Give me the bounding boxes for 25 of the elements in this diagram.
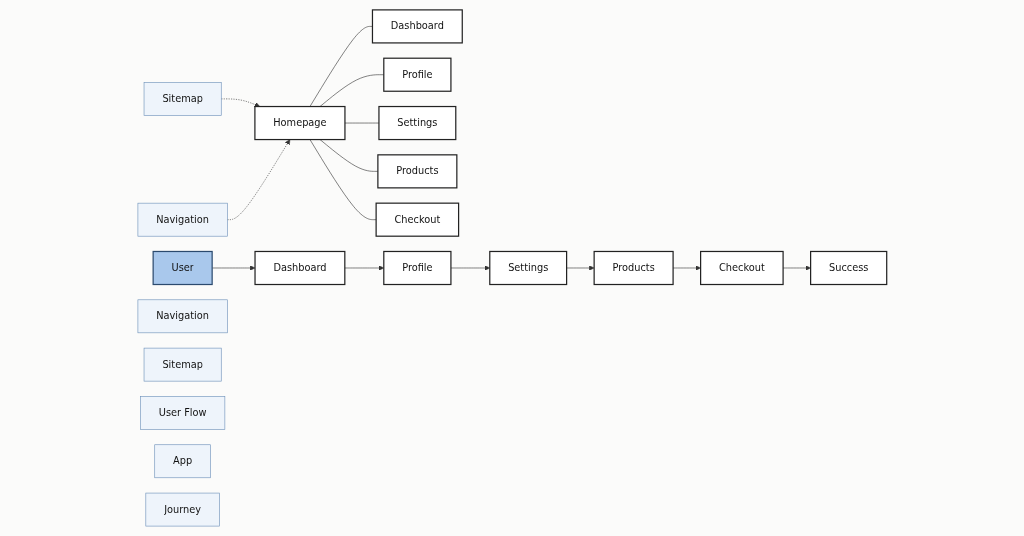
node-box: Checkout — [699, 250, 784, 286]
node-box: Sitemap — [143, 82, 222, 116]
node-box: Products — [376, 154, 458, 189]
node-box: Profile — [382, 250, 452, 286]
node-box: User Flow — [139, 396, 225, 430]
connector — [309, 26, 373, 107]
node-box: Dashboard — [371, 9, 463, 44]
node-box: Sitemap — [143, 347, 222, 382]
node-box: Navigation — [137, 299, 228, 334]
node-box: App — [154, 444, 211, 479]
node-box: Success — [809, 250, 887, 286]
node-box: Profile — [382, 57, 452, 92]
node-box: Settings — [378, 105, 457, 141]
node-box: Settings — [488, 250, 567, 286]
node-box: Navigation — [137, 202, 228, 237]
connector — [319, 74, 384, 107]
node-box: Homepage — [254, 105, 346, 141]
node-box: User — [152, 250, 213, 286]
connector — [344, 122, 379, 124]
node-box: Journey — [145, 492, 220, 527]
connector — [309, 139, 377, 220]
node-box: Dashboard — [254, 250, 346, 286]
connector — [319, 139, 378, 172]
node-box: Products — [593, 250, 674, 286]
node-box: Checkout — [375, 202, 459, 237]
